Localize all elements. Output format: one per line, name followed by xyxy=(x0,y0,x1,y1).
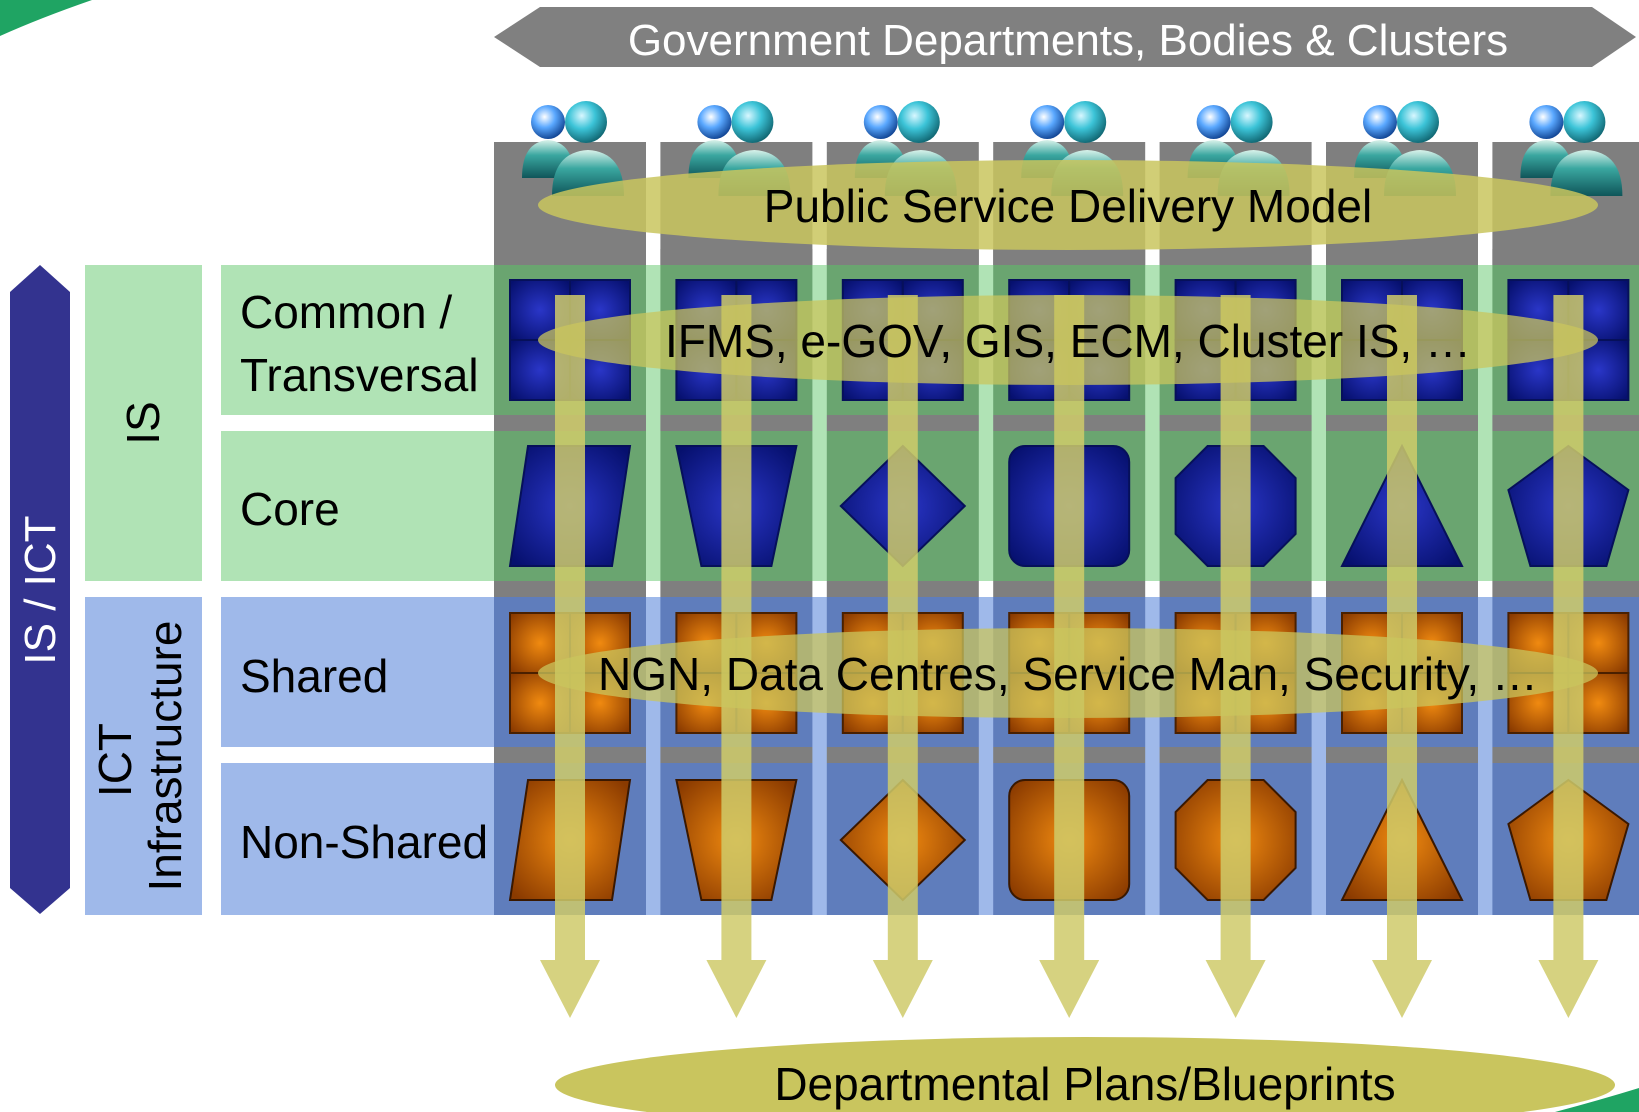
down-arrow xyxy=(1205,295,1266,1018)
arrow-head xyxy=(1039,960,1100,1018)
user-head xyxy=(863,105,898,139)
row-label-common-line2: Transversal xyxy=(240,349,479,401)
user-head xyxy=(897,101,940,143)
green-accent-top-left xyxy=(0,0,92,36)
down-arrow xyxy=(1372,295,1432,1018)
arrow-shaft xyxy=(887,295,918,960)
ellipse-ict-services xyxy=(538,628,1598,718)
top-banner-arrow xyxy=(494,7,1636,67)
down-arrow xyxy=(1039,295,1100,1018)
row-label-core: Core xyxy=(240,483,340,535)
user-head xyxy=(1030,105,1065,139)
row-label-non-shared: Non-Shared xyxy=(240,816,488,868)
column-separator xyxy=(1492,249,1639,265)
row-box-non-shared xyxy=(221,763,494,915)
top-banner-text: Government Departments, Bodies & Cluster… xyxy=(628,16,1508,65)
down-arrow xyxy=(540,295,600,1018)
arrow-shaft xyxy=(721,295,752,960)
ellipse-is-systems xyxy=(538,295,1598,385)
is-side-box xyxy=(85,265,202,581)
column-separator xyxy=(660,249,813,265)
user-head xyxy=(1196,105,1231,139)
down-arrow xyxy=(1538,295,1599,1018)
vertical-arrows xyxy=(540,295,1599,1018)
column-separator xyxy=(826,249,979,265)
user-head xyxy=(531,105,565,139)
ellipse-text-departmental-plans: Departmental Plans/Blueprints xyxy=(774,1058,1395,1110)
arrow-shaft xyxy=(1054,295,1085,960)
arrow-shaft xyxy=(555,295,585,960)
row-label-shared: Shared xyxy=(240,650,388,702)
user-head xyxy=(697,105,732,139)
row-box-core xyxy=(221,431,494,581)
arrow-head xyxy=(1372,960,1432,1018)
user-head xyxy=(1064,101,1107,143)
user-head xyxy=(1529,105,1564,139)
user-head xyxy=(1230,101,1273,143)
row-box-common xyxy=(221,265,494,415)
ellipse-departmental-plans xyxy=(555,1037,1615,1112)
green-accent-bottom-right xyxy=(1555,1088,1639,1112)
ellipse-text-ict: NGN, Data Centres, Service Man, Security… xyxy=(598,648,1538,700)
ict-side-label-line1: ICT xyxy=(89,723,141,797)
user-body xyxy=(1550,150,1623,196)
user-head xyxy=(565,101,607,143)
arrow-head xyxy=(540,960,600,1018)
user-head xyxy=(1363,105,1397,139)
ellipse-text-is: IFMS, e-GOV, GIS, ECM, Cluster IS, … xyxy=(665,315,1471,367)
row-box-shared xyxy=(221,597,494,747)
user-head xyxy=(1563,101,1606,143)
column-separator xyxy=(1326,249,1478,265)
ict-side-box xyxy=(85,597,202,915)
down-arrow xyxy=(706,295,767,1018)
column-separator xyxy=(1159,249,1312,265)
row-label-common-line1: Common / xyxy=(240,286,452,338)
column-separator xyxy=(494,249,646,265)
is-side-label: IS xyxy=(117,401,169,444)
column-separator xyxy=(993,249,1146,265)
ict-side-label-line2: Infrastructure xyxy=(139,621,191,892)
arrow-head xyxy=(1205,960,1266,1018)
arrow-head xyxy=(706,960,767,1018)
ellipse-text-public-service: Public Service Delivery Model xyxy=(764,180,1372,232)
ellipse-public-service xyxy=(538,160,1598,250)
user-head xyxy=(731,101,774,143)
user-head xyxy=(1397,101,1439,143)
arrow-shaft xyxy=(1553,295,1584,960)
down-arrow xyxy=(872,295,933,1018)
is-ict-label: IS / ICT xyxy=(16,515,65,664)
arrow-head xyxy=(872,960,933,1018)
arrow-shaft xyxy=(1220,295,1251,960)
arrow-shaft xyxy=(1387,295,1417,960)
is-ict-vertical-arrow xyxy=(10,265,70,914)
users-icon xyxy=(1520,101,1623,196)
arrow-head xyxy=(1538,960,1599,1018)
